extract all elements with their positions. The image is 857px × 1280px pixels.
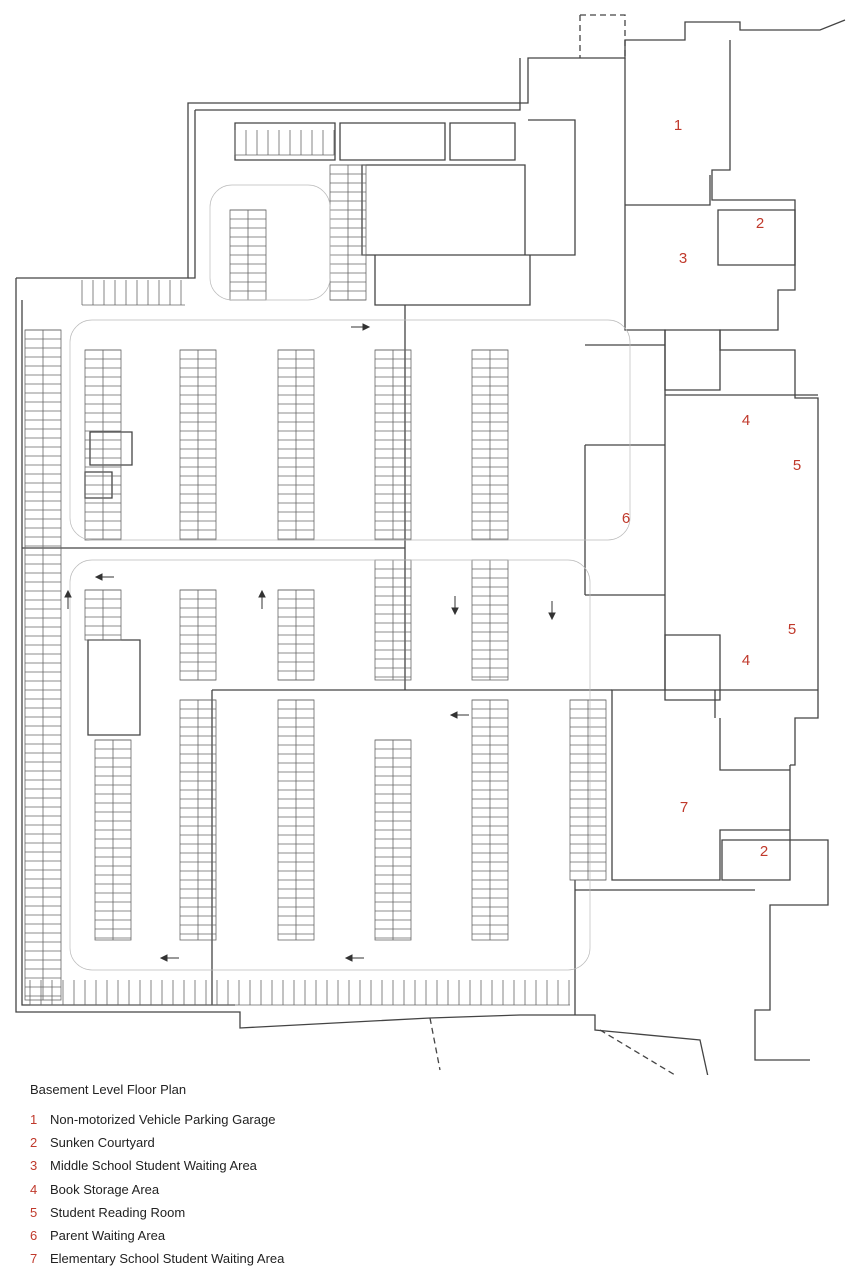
top-block xyxy=(234,119,576,306)
legend-label: Student Reading Room xyxy=(50,1204,186,1220)
drive-aisle xyxy=(69,559,591,971)
direction-arrow xyxy=(94,573,114,581)
legend-item: 7 Elementary School Student Waiting Area xyxy=(30,1250,284,1273)
zone-marker: 7 xyxy=(680,799,688,816)
parking-stall-column xyxy=(229,209,267,301)
legend-number: 1 xyxy=(30,1112,38,1127)
legend-label: Non-motorized Vehicle Parking Garage xyxy=(50,1112,276,1127)
parking-stall-column xyxy=(277,589,315,681)
legend-item: 4 Book Storage Area xyxy=(30,1181,284,1204)
legend-number: 2 xyxy=(30,1135,38,1151)
direction-arrow xyxy=(451,596,459,616)
corridor xyxy=(22,305,612,1005)
zone-marker: 5 xyxy=(793,457,801,474)
inner-wall xyxy=(21,58,521,1006)
dashed-line xyxy=(429,14,677,1075)
legend-item: 2 Sunken Courtyard xyxy=(30,1134,284,1157)
direction-arrow xyxy=(344,954,364,962)
parking-stall-column xyxy=(24,329,62,1001)
parking-stall-column xyxy=(374,739,412,941)
direction-arrow xyxy=(258,589,266,609)
legend-item: 6 Parent Waiting Area xyxy=(30,1227,284,1250)
drive-aisle xyxy=(209,184,331,301)
parking-stall-row xyxy=(29,980,570,1006)
parking-stall-row xyxy=(81,280,185,306)
parking-stall-column xyxy=(471,349,509,541)
drive-aisle xyxy=(69,319,631,541)
legend-label: Book Storage Area xyxy=(50,1181,160,1197)
legend-label: Parent Waiting Area xyxy=(50,1227,166,1243)
parking-stall-column xyxy=(471,699,509,941)
legend-number: 4 xyxy=(30,1181,38,1197)
legend-number: 7 xyxy=(30,1251,38,1267)
direction-arrow xyxy=(548,601,556,621)
zone-marker: 6 xyxy=(622,510,630,527)
legend-title: Basement Level Floor Plan xyxy=(30,1082,187,1097)
parking-stall-column xyxy=(569,699,607,881)
legend-label: Sunken Courtyard xyxy=(50,1135,155,1151)
parking-stall-column xyxy=(84,589,122,641)
parking-stall-column xyxy=(179,699,217,941)
direction-arrow xyxy=(351,323,371,331)
direction-arrow xyxy=(64,589,72,609)
zone-marker: 4 xyxy=(742,652,750,669)
parking-stall-column xyxy=(471,559,509,681)
legend-item: 5 Student Reading Room xyxy=(30,1204,284,1227)
direction-arrow xyxy=(159,954,179,962)
zone-marker: 4 xyxy=(742,412,750,429)
parking-stall-column xyxy=(329,164,367,301)
legend-item: 3 Middle School Student Waiting Area xyxy=(30,1157,284,1180)
parking-stall-column xyxy=(179,349,217,541)
legend-label: Elementary School Student Waiting Area xyxy=(50,1251,285,1267)
parking-stall-column xyxy=(374,349,412,541)
parking-stall-column xyxy=(179,589,217,681)
zone-marker: 5 xyxy=(788,621,796,638)
zone-marker: 1 xyxy=(674,117,682,134)
parking-stall-column xyxy=(94,739,132,941)
zone-marker: 3 xyxy=(679,250,687,267)
parking-stall-column xyxy=(277,699,315,941)
legend-number: 5 xyxy=(30,1204,38,1220)
building-wall xyxy=(574,58,818,1015)
legend-number: 6 xyxy=(30,1227,38,1243)
floor-plan-drawing: 1 2 3 4 5 6 4 5 7 2 xyxy=(15,14,846,1075)
legend: Basement Level Floor Plan 1 Non-motorized… xyxy=(30,1082,284,1273)
zone-marker: 2 xyxy=(756,215,764,232)
legend-item: 1 Non-motorized Vehicle Parking Garage xyxy=(30,1111,284,1134)
direction-arrow xyxy=(449,711,469,719)
stair-core xyxy=(84,209,796,881)
parking-stall-column xyxy=(277,349,315,541)
legend-label: Middle School Student Waiting Area xyxy=(50,1158,257,1174)
parking-stall-row xyxy=(234,130,335,156)
legend-number: 3 xyxy=(30,1158,38,1174)
zone-marker: 2 xyxy=(760,843,768,860)
